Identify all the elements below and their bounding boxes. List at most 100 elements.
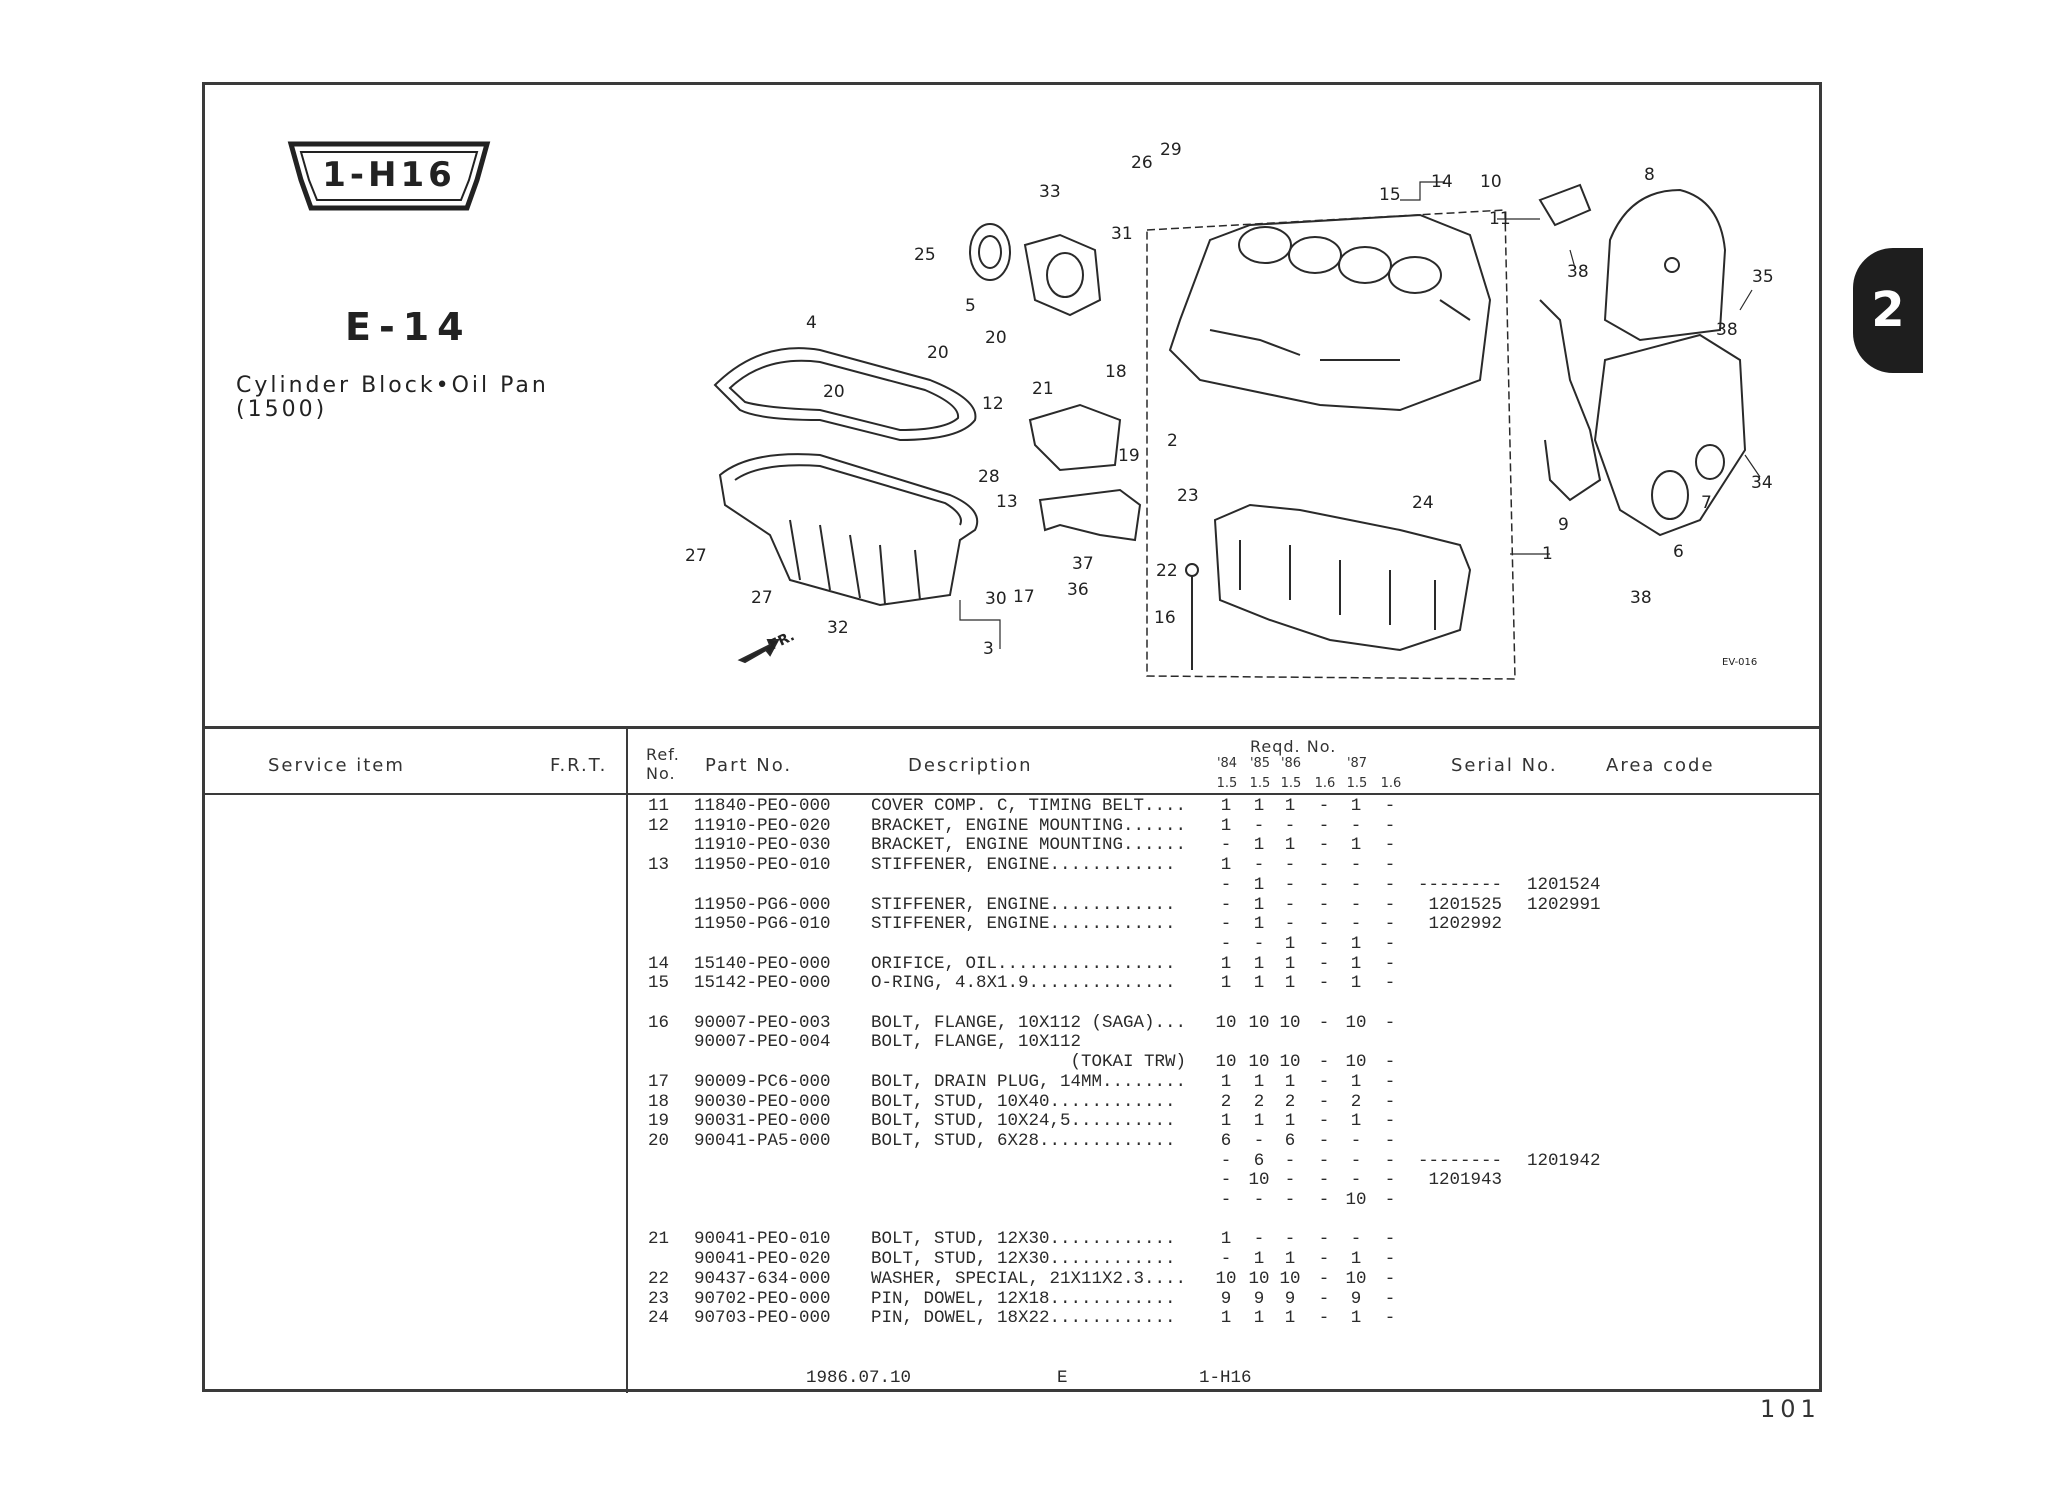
table-row: ----10- [0, 1190, 2048, 1210]
qty: - [1220, 1170, 1232, 1191]
qty: - [1350, 1170, 1362, 1191]
qty: - [1384, 1130, 1396, 1151]
qty: 1 [1284, 933, 1296, 954]
qty: 1 [1350, 933, 1362, 954]
callout-label: 13 [996, 492, 1018, 512]
qty: - [1220, 933, 1232, 954]
qty: - [1384, 914, 1396, 935]
qty: 10 [1215, 1012, 1237, 1033]
qty: - [1318, 835, 1330, 856]
qty: - [1318, 1170, 1330, 1191]
qty: - [1350, 1229, 1362, 1250]
front-marker: FR. [767, 628, 797, 653]
col-engine: 1.6 [1380, 776, 1402, 791]
group-code: 1-H16 [322, 155, 456, 195]
description: BOLT, STUD, 12X30............ [871, 1229, 1176, 1250]
qty: 2 [1284, 1091, 1296, 1112]
description: PIN, DOWEL, 12X18............ [871, 1288, 1176, 1309]
qty: 10 [1279, 1012, 1301, 1033]
part-no: 90437-634-000 [694, 1268, 831, 1289]
qty: - [1318, 914, 1330, 935]
qty: 1 [1350, 1249, 1362, 1270]
qty: 1 [1284, 953, 1296, 974]
table-row: -10---- 1201943 [0, 1170, 2048, 1190]
qty: 10 [1279, 1052, 1301, 1073]
title-line: Cylinder Block•Oil Pan [236, 373, 549, 398]
qty: - [1318, 1071, 1330, 1092]
callout-label: 24 [1412, 493, 1434, 513]
qty: - [1253, 933, 1265, 954]
col-engine: 1.5 [1249, 776, 1271, 791]
page-number: 101 [1760, 1395, 1821, 1423]
qty: - [1220, 1190, 1232, 1210]
table-row: 21 90041-PEO-010 BOLT, STUD, 12X30........… [0, 1229, 2048, 1249]
qty: - [1384, 1150, 1396, 1171]
description: COVER COMP. C, TIMING BELT.... [871, 796, 1187, 816]
callout-label: 26 [1131, 153, 1153, 173]
qty: - [1318, 1012, 1330, 1033]
callout-label: 10 [1480, 172, 1502, 192]
qty: - [1318, 1111, 1330, 1132]
ref-no: 13 [648, 855, 670, 876]
qty: 1 [1350, 796, 1362, 816]
qty: 10 [1215, 1268, 1237, 1289]
callout-label: 3 [983, 639, 994, 659]
ref-no: 21 [648, 1229, 670, 1250]
callout-label: 15 [1379, 185, 1401, 205]
divider [626, 727, 628, 1393]
callout-label: 8 [1644, 165, 1655, 185]
serial-to: 1202991 [1527, 894, 1601, 915]
qty: 1 [1350, 1071, 1362, 1092]
qty: 1 [1220, 796, 1232, 816]
col-engine: 1.5 [1280, 776, 1302, 791]
callout-label: 25 [914, 245, 936, 265]
callout-label: 7 [1701, 493, 1712, 513]
qty: 10 [1248, 1170, 1270, 1191]
col-frt: F.R.T. [550, 755, 608, 776]
qty: 2 [1220, 1091, 1232, 1112]
ref-no: 20 [648, 1130, 670, 1151]
qty: - [1284, 874, 1296, 895]
qty: 1 [1284, 796, 1296, 816]
qty: 1 [1220, 953, 1232, 974]
serial-from: 1201525 [1418, 894, 1503, 915]
table-row: --1-1- [0, 934, 2048, 954]
callout-label: 20 [823, 382, 845, 402]
section-code: E-14 [345, 305, 472, 349]
qty: - [1350, 894, 1362, 915]
col-engine: 1.5 [1346, 776, 1368, 791]
part-no: 90030-PEO-000 [694, 1091, 831, 1112]
qty: 1 [1220, 973, 1232, 994]
qty: - [1318, 815, 1330, 836]
serial-from: 1201943 [1418, 1170, 1503, 1191]
qty: 1 [1284, 973, 1296, 994]
qty: 1 [1220, 1111, 1232, 1132]
part-no: 90041-PEO-010 [694, 1229, 831, 1250]
group-code-badge: 1-H16 [287, 141, 491, 211]
qty: - [1253, 1229, 1265, 1250]
qty: - [1350, 874, 1362, 895]
table-row [0, 1210, 2048, 1230]
qty: - [1384, 1229, 1396, 1250]
part-no: 11950-PEO-010 [694, 855, 831, 876]
qty: - [1384, 1052, 1396, 1073]
callout-label: 9 [1558, 515, 1569, 535]
qty: - [1284, 1190, 1296, 1210]
qty: 1 [1253, 1308, 1265, 1329]
part-no: 15142-PEO-000 [694, 973, 831, 994]
qty: 1 [1253, 953, 1265, 974]
qty: - [1350, 1150, 1362, 1171]
qty: 9 [1220, 1288, 1232, 1309]
qty: - [1284, 894, 1296, 915]
ref-no: 18 [648, 1091, 670, 1112]
callout-label: 27 [685, 546, 707, 566]
chapter-tab[interactable]: 2 [1853, 248, 1923, 373]
divider [202, 793, 1822, 795]
